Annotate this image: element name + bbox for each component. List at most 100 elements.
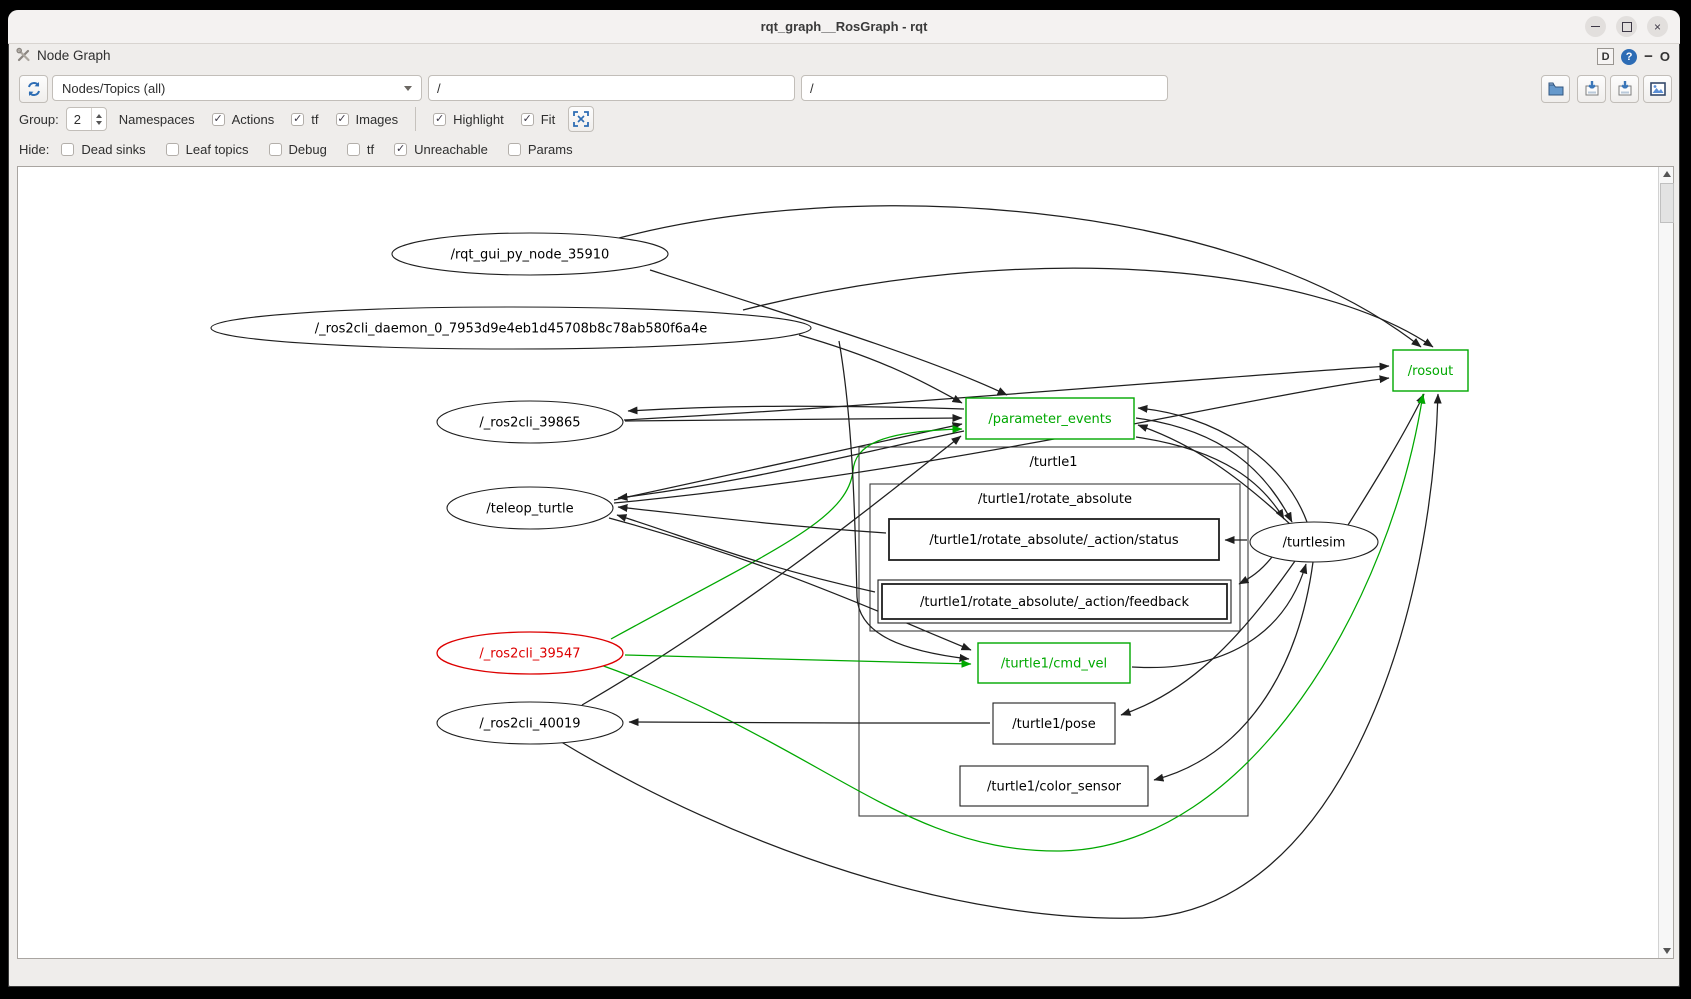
option-tf[interactable]: tf — [291, 112, 319, 127]
option-debug[interactable]: Debug — [268, 141, 327, 157]
checkbox-unreachable[interactable] — [394, 142, 408, 156]
graph-node-label: /_ros2cli_39865 — [479, 416, 580, 431]
graph-node-label: /teleop_turtle — [486, 502, 573, 517]
option-namespaces[interactable]: Namespaces — [119, 112, 195, 127]
graph-node-label: /rqt_gui_py_node_35910 — [451, 248, 610, 263]
graph-node-label: /turtle1/rotate_absolute — [978, 492, 1132, 507]
checkbox-tf[interactable] — [346, 142, 360, 156]
graph-node-label: /rosout — [1408, 364, 1453, 379]
vertical-scrollbar[interactable] — [1658, 167, 1674, 958]
option-label: Leaf topics — [185, 141, 249, 157]
save-dot-button[interactable] — [1577, 75, 1606, 103]
scroll-up-icon[interactable] — [1663, 171, 1671, 177]
checkbox-dead-sinks[interactable] — [61, 142, 75, 156]
minimize-icon[interactable] — [1585, 16, 1606, 37]
option-actions[interactable]: Actions — [211, 111, 275, 127]
option-label: tf — [366, 141, 375, 157]
graph-node-rotate_absolute_status[interactable]: /turtle1/rotate_absolute/_action/status — [888, 518, 1220, 561]
graph-node-label: /_ros2cli_39547 — [479, 647, 580, 662]
checkbox-highlight[interactable] — [433, 112, 447, 126]
dock-help-icon[interactable]: ? — [1621, 48, 1638, 65]
checkbox-params[interactable] — [507, 142, 521, 156]
option-tf[interactable]: tf — [346, 141, 375, 157]
open-dot-button[interactable] — [1541, 75, 1570, 103]
scroll-down-icon[interactable] — [1663, 948, 1671, 954]
option-unreachable[interactable]: Unreachable — [394, 142, 488, 157]
graph-node-rotate_absolute_feedback[interactable]: /turtle1/rotate_absolute/_action/feedbac… — [877, 579, 1232, 624]
checkbox-images[interactable] — [335, 112, 349, 126]
option-label: Unreachable — [414, 141, 488, 157]
option-label: Params — [527, 141, 573, 157]
graph-node-turtlesim[interactable]: /turtlesim — [1249, 521, 1379, 563]
ros-graph: /turtle1/turtle1/rotate_absolute /rqt_gu… — [210, 205, 1469, 919]
topic-filter-input[interactable]: / — [801, 75, 1168, 101]
spin-down-icon[interactable] — [95, 120, 102, 125]
graph-node-ros2cli_39865[interactable]: /_ros2cli_39865 — [436, 400, 624, 444]
group-depth-spinner[interactable]: 2 — [65, 107, 107, 131]
option-leaf-topics[interactable]: Leaf topics — [165, 141, 249, 157]
option-label: Dead sinks — [81, 141, 146, 157]
dock-header: Node Graph D ? − O — [8, 44, 1680, 72]
dock-detach-button[interactable]: D — [1597, 48, 1615, 65]
graph-type-select[interactable]: Nodes/Topics (all) — [52, 75, 422, 101]
edge-ros2cli_39547-to-parameter_events — [610, 425, 963, 640]
separator — [415, 107, 417, 131]
edge-turtlesim-to-rotate_absolute_feedback — [1238, 556, 1273, 585]
graph-node-rotate-absolute-group[interactable]: /turtle1/rotate_absolute — [869, 483, 1241, 632]
graph-node-teleop_turtle[interactable]: /teleop_turtle — [446, 486, 614, 530]
checkbox-leaf-topics[interactable] — [165, 142, 179, 156]
graph-node-label: /parameter_events — [988, 412, 1112, 427]
window-title: rqt_graph__RosGraph - rqt — [760, 19, 928, 34]
edge-ros2cli_39865-to-parameter_events — [624, 414, 963, 423]
dock-minimize-button[interactable]: − — [1644, 48, 1653, 65]
edge-turtlesim-to-parameter_events — [1137, 404, 1308, 523]
option-fit[interactable]: Fit — [520, 112, 555, 127]
edge-parameter_events-to-turtlesim — [1135, 417, 1293, 523]
option-label: Actions — [231, 111, 275, 127]
app-window: rqt_graph__RosGraph - rqt × Node Graph D… — [8, 10, 1680, 987]
refresh-icon — [27, 82, 40, 96]
save-image-button[interactable] — [1643, 75, 1672, 103]
edge-parameter_events-to-ros2cli_39865 — [627, 405, 965, 415]
graph-node-pose[interactable]: /turtle1/pose — [992, 702, 1116, 745]
option-images[interactable]: Images — [335, 112, 398, 127]
scrollbar-thumb[interactable] — [1660, 183, 1674, 223]
checkbox-actions[interactable] — [211, 112, 225, 126]
fit-in-view-button[interactable] — [568, 106, 595, 132]
option-label: Debug — [288, 141, 327, 157]
graph-node-ros2cli_39547[interactable]: /_ros2cli_39547 — [436, 631, 624, 675]
graph-node-rosout[interactable]: /rosout — [1392, 349, 1469, 392]
node-filter-input[interactable]: / — [428, 75, 795, 101]
maximize-icon[interactable] — [1616, 16, 1637, 37]
graph-type-value: Nodes/Topics (all) — [62, 80, 166, 96]
edge-ros2cli_daemon-to-rosout — [742, 267, 1434, 348]
graph-node-turtle1-group[interactable]: /turtle1 — [858, 446, 1249, 817]
spin-up-icon[interactable] — [95, 113, 102, 118]
graph-node-rqt_gui_py_node_35910[interactable]: /rqt_gui_py_node_35910 — [391, 232, 669, 276]
refresh-button[interactable] — [19, 75, 48, 103]
edge-ros2cli_daemon-to-parameter_events — [798, 334, 963, 404]
checkbox-fit[interactable] — [520, 112, 534, 126]
graph-node-ros2cli_daemon[interactable]: /_ros2cli_daemon_0_7953d9e4eb1d45708b8c7… — [210, 306, 812, 350]
option-dead-sinks[interactable]: Dead sinks — [61, 141, 146, 157]
spinner-arrows[interactable] — [90, 108, 106, 130]
option-params[interactable]: Params — [507, 141, 573, 157]
graph-node-label: /turtle1 — [1029, 455, 1077, 470]
graph-node-label: /turtle1/rotate_absolute/_action/status — [929, 533, 1178, 548]
save-svg-button[interactable] — [1610, 75, 1639, 103]
close-icon[interactable]: × — [1647, 16, 1668, 37]
graph-node-color_sensor[interactable]: /turtle1/color_sensor — [959, 765, 1149, 807]
checkbox-debug[interactable] — [268, 142, 282, 156]
option-highlight[interactable]: Highlight — [433, 112, 504, 127]
checkbox-tf[interactable] — [291, 112, 305, 126]
graph-canvas[interactable]: /turtle1/turtle1/rotate_absolute /rqt_gu… — [17, 166, 1674, 959]
graph-node-parameter_events[interactable]: /parameter_events — [965, 397, 1135, 440]
window-controls: × — [1585, 16, 1668, 37]
edge-rotate_absolute_feedback-to-teleop_turtle — [616, 514, 876, 593]
open-folder-icon — [1548, 82, 1563, 96]
edge-turtlesim-to-color_sensor — [1153, 561, 1314, 782]
graph-node-ros2cli_40019[interactable]: /_ros2cli_40019 — [436, 701, 624, 745]
dock-float-button[interactable]: O — [1659, 49, 1670, 64]
edge-rotate_absolute_status-to-teleop_turtle — [617, 504, 887, 534]
graph-node-cmd_vel[interactable]: /turtle1/cmd_vel — [977, 642, 1131, 684]
